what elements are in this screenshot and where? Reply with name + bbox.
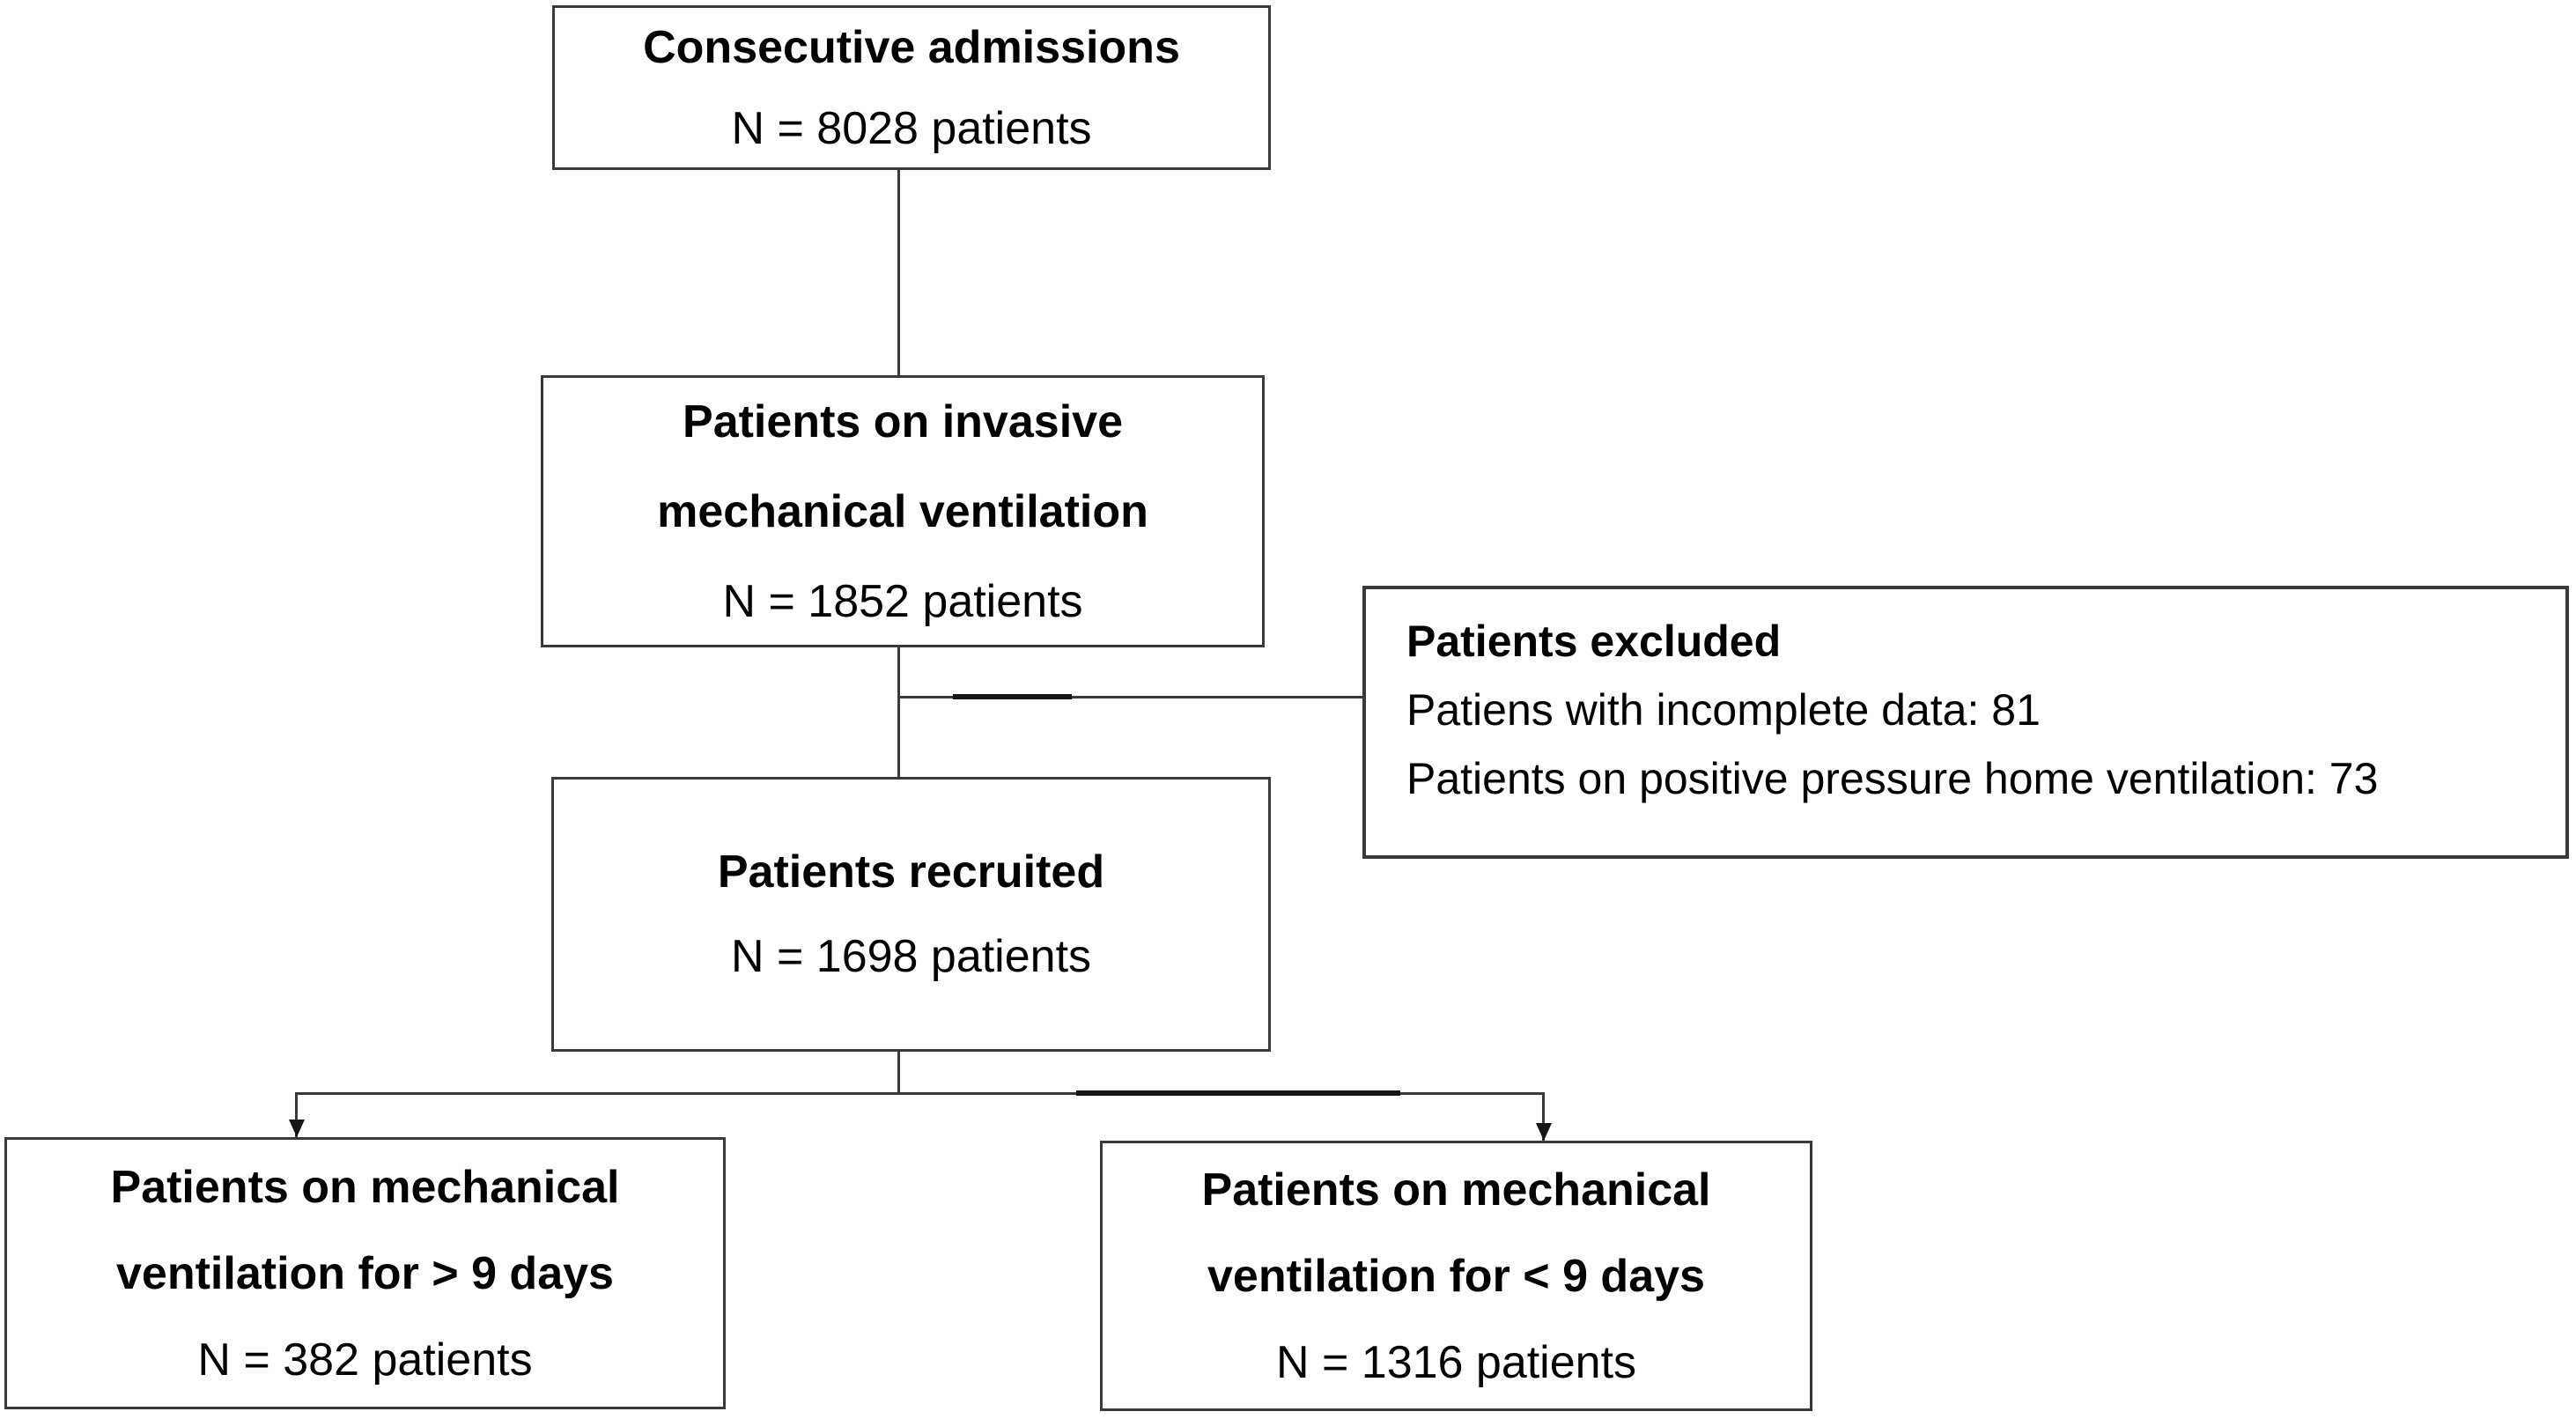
excluded-title: Patients excluded: [1406, 617, 1782, 666]
branch-line-thick-segment: [953, 694, 1072, 699]
connector-recruited-to-split: [897, 1052, 900, 1094]
box-title-line1: Patients on mechanical: [1201, 1164, 1711, 1216]
box-title-line2: ventilation for < 9 days: [1207, 1250, 1705, 1302]
box-title: Patients recruited: [717, 846, 1105, 898]
connector-admissions-to-invasive: [897, 170, 900, 375]
box-title-line2: mechanical ventilation: [657, 485, 1148, 537]
connector-invasive-to-recruited: [897, 647, 900, 777]
drop-line-to-gt9-box: [295, 1092, 298, 1137]
box-title-line1: Patients on mechanical: [110, 1161, 620, 1213]
ventilation-gt-9-days-box: Patients on mechanical ventilation for >…: [4, 1137, 726, 1409]
drop-line-to-lt9-box: [1542, 1092, 1545, 1141]
box-count: N = 1698 patients: [730, 931, 1092, 982]
box-title-line1: Patients on invasive: [683, 395, 1123, 447]
box-count: N = 382 patients: [197, 1334, 533, 1386]
box-count: N = 8028 patients: [731, 102, 1092, 154]
excluded-item-home-ventilation: Patients on positive pressure home venti…: [1406, 754, 2379, 803]
arrowhead-gt9-icon: [289, 1120, 305, 1137]
box-title: Consecutive admissions: [643, 21, 1180, 73]
invasive-ventilation-box: Patients on invasive mechanical ventilat…: [541, 375, 1265, 647]
excluded-item-incomplete-data: Patiens with incomplete data: 81: [1406, 685, 2041, 735]
ventilation-lt-9-days-box: Patients on mechanical ventilation for <…: [1100, 1141, 1812, 1411]
branch-line-to-excluded: [897, 696, 1362, 698]
split-horizontal-thick-segment: [1076, 1090, 1400, 1096]
box-count: N = 1852 patients: [722, 575, 1083, 627]
arrowhead-lt9-icon: [1536, 1123, 1552, 1141]
patients-recruited-box: Patients recruited N = 1698 patients: [551, 777, 1271, 1052]
box-count: N = 1316 patients: [1275, 1336, 1637, 1388]
box-title-line2: ventilation for > 9 days: [116, 1247, 614, 1299]
patients-excluded-box: Patients excluded Patiens with incomplet…: [1362, 586, 2569, 859]
split-horizontal-line: [296, 1092, 1544, 1095]
consecutive-admissions-box: Consecutive admissions N = 8028 patients: [552, 5, 1271, 170]
